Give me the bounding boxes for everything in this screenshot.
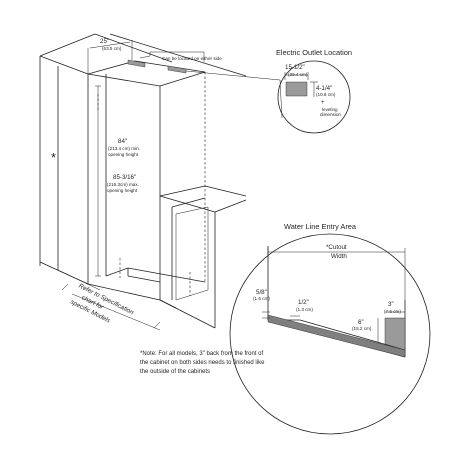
dim-12-in: 1/2"	[298, 299, 309, 306]
spec-note-dimension	[61, 283, 161, 331]
dim-3-in: 3"	[388, 301, 394, 308]
spec-note: Refer to Specification chart for specifi…	[69, 283, 135, 325]
cabinet-width-in: 25"	[100, 38, 109, 45]
dim-58-cm: (1.6 cm)	[253, 296, 270, 301]
cabinet-width-dimension: 25" (63.5 cm)	[87, 38, 133, 74]
electric-outlet-detail: Electric Outlet Location 15-1/2" (39.4 c…	[276, 48, 352, 134]
water-line-detail: Water Line Entry Area *Cutout Width 5/8"…	[229, 222, 431, 435]
footnote: *Note: For all models, 3" back from the …	[140, 351, 265, 375]
dim-6-cm: (15.2 cm)	[352, 326, 372, 331]
leveling-line1: leveling	[322, 107, 338, 112]
min-height-in: 84"	[118, 138, 127, 145]
dim-12-cm: (1.3 cm)	[296, 307, 313, 312]
dim-58-in: 5/8"	[256, 289, 267, 296]
outlet-marker-left	[127, 59, 146, 68]
footnote-line1: *Note: For all models, 3" back from the …	[140, 351, 264, 357]
outlet-detail-circle	[277, 60, 351, 134]
max-height-desc: opening height	[107, 188, 138, 193]
cabinet-structure	[39, 33, 281, 329]
leveling-line2: dimension	[320, 112, 341, 117]
max-height-in: 85-3/16"	[113, 174, 136, 181]
footnote-line3: the outside of the cabinets	[140, 369, 210, 375]
footnote-line2: the cabinet on both sides needs to finis…	[140, 360, 265, 366]
top-note: Can be located on either side	[162, 56, 222, 61]
water-detail-circle	[229, 233, 431, 435]
asterisk-marker: *	[51, 150, 56, 165]
outlet-width-cm: (39.4 cm)	[288, 72, 308, 77]
max-height-cm: (216.3cm) max.	[107, 182, 139, 187]
water-title: Water Line Entry Area	[284, 222, 357, 231]
height-dimensions: 84" (213.4 cm) min. opening height 85-3/…	[95, 85, 140, 277]
cutout-line2: Width	[331, 253, 347, 260]
outlet-marker-right	[167, 65, 187, 74]
dim-6-in: 6"	[358, 319, 364, 326]
outlet-plus: +	[321, 100, 325, 106]
outlet-title: Electric Outlet Location	[276, 48, 352, 57]
outlet-width-in: 15-1/2"	[285, 64, 305, 71]
min-height-desc: opening height	[108, 152, 139, 157]
dim-3-cm: (7.6 cm)	[384, 309, 401, 314]
min-height-cm: (213.4 cm) min.	[108, 146, 140, 151]
outlet-height-cm: (10.8 cm)	[316, 92, 336, 97]
cabinet-width-cm: (63.5 cm)	[102, 46, 122, 51]
top-note-group: Can be located on either side	[139, 51, 222, 62]
outlet-height-in: 4-1/4"	[316, 85, 332, 92]
cutout-line1: *Cutout	[326, 244, 347, 251]
